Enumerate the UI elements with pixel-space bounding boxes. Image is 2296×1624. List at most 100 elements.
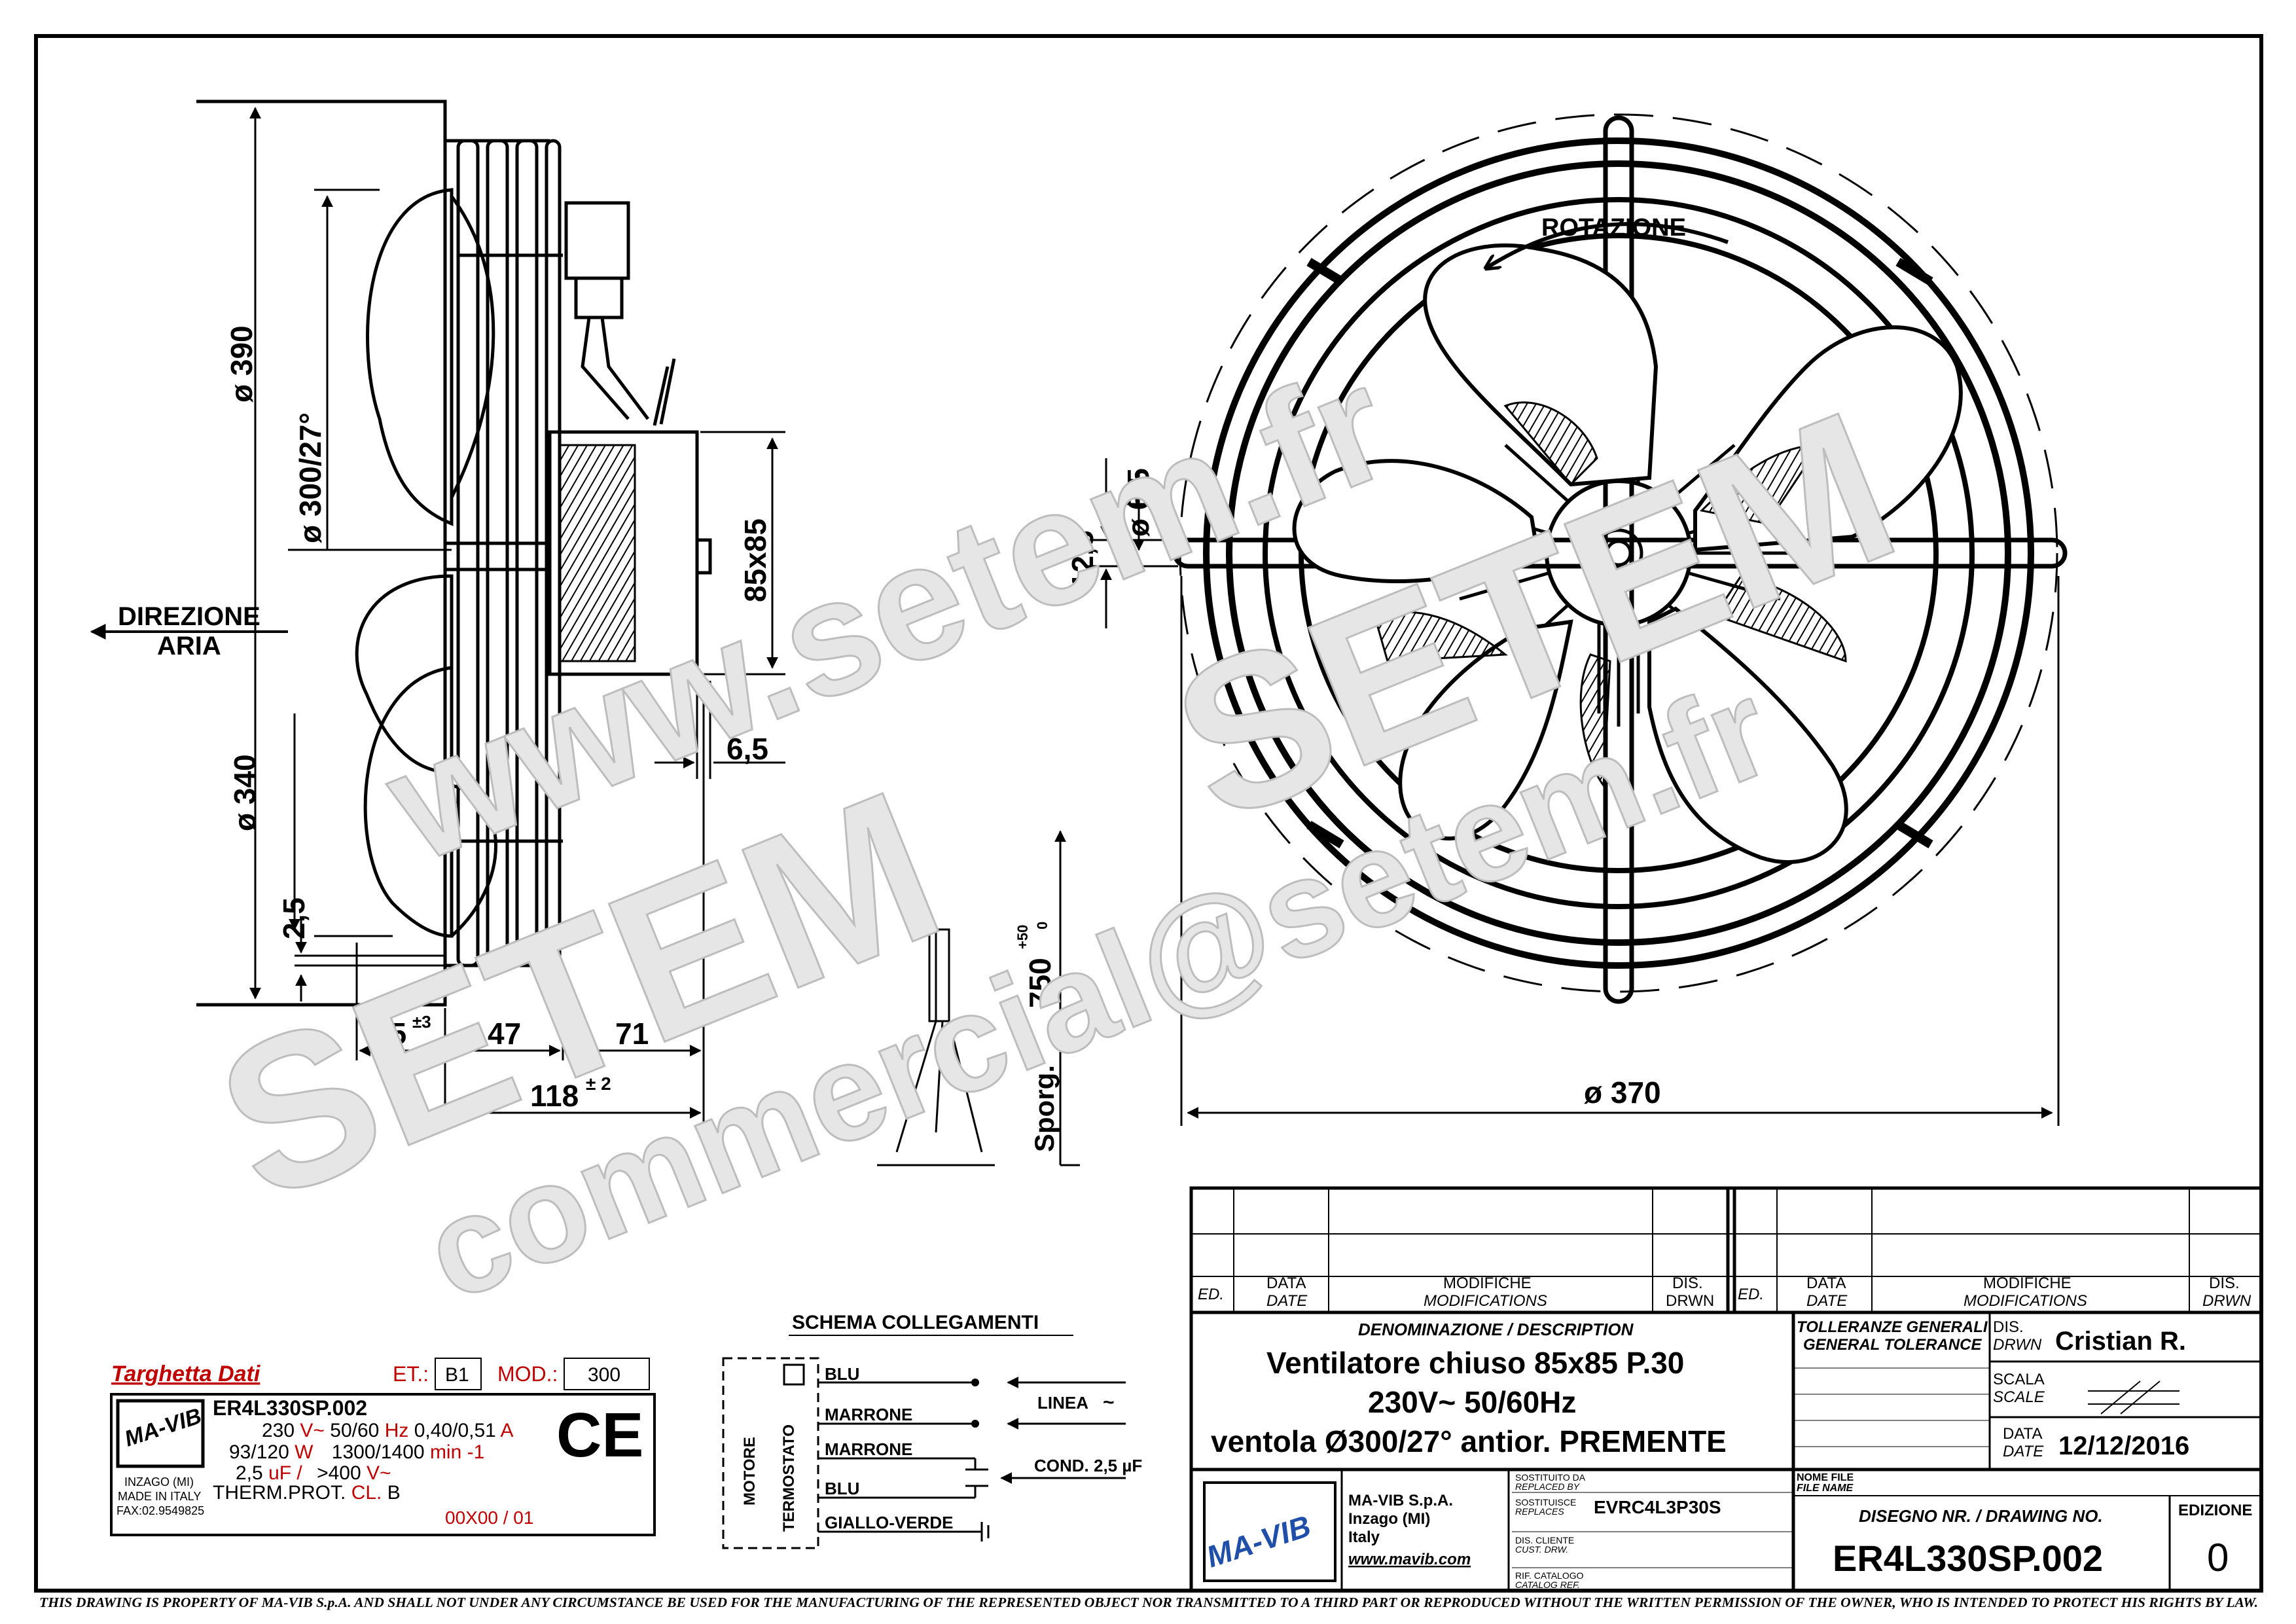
wire-4: BLU bbox=[825, 1479, 859, 1498]
dim-l118: 118 bbox=[530, 1079, 579, 1113]
therm-cl: CL. bbox=[351, 1482, 382, 1504]
hdr-dis-2: DIS. bbox=[2209, 1274, 2240, 1292]
tolerance-label-1: TOLLERANZE GENERALI bbox=[1797, 1318, 1988, 1336]
dim-hole: ø 6,5 bbox=[1121, 468, 1155, 537]
replaces-label-1: SOSTITUISCE bbox=[1515, 1497, 1576, 1507]
hdr-ed-2: ED. bbox=[1738, 1286, 1764, 1303]
hdr-modifications-2: MODIFICATIONS bbox=[1964, 1292, 2087, 1310]
company-city: Inzago (MI) bbox=[1348, 1510, 1430, 1528]
side-view bbox=[196, 99, 712, 1007]
maker-line3: FAX:02.9549825 bbox=[117, 1504, 204, 1517]
dim-h125: 12,5 bbox=[1066, 530, 1100, 589]
rpm-value: 1300/1400 bbox=[332, 1441, 425, 1463]
tolerance-label-2: GENERAL TOLERANCE bbox=[1803, 1336, 1982, 1354]
rotation-label: ROTAZIONE bbox=[1541, 214, 1686, 242]
side-dimensions bbox=[90, 100, 785, 1126]
hdr-modifiche-1: MODIFICHE bbox=[1443, 1274, 1532, 1292]
mavib-logo: MA-VIB bbox=[1202, 1509, 1315, 1574]
wire-1: BLU bbox=[825, 1364, 859, 1384]
dim-d300: ø 300/27° bbox=[293, 412, 327, 543]
description-line-3: ventola Ø300/27° antior. PREMENTE bbox=[1211, 1424, 1727, 1458]
side-dimension-text: ø 390 ø 300/27° ø 340 2,5 85x85 6,5 35 ±… bbox=[118, 325, 772, 1113]
ownership-notice: THIS DRAWING IS PROPERTY OF MA-VIB S.p.A… bbox=[39, 1595, 2258, 1610]
front-dimension-text: ROTAZIONE ø 370 ø 6,5 12,5 bbox=[1066, 214, 1686, 1110]
title-block bbox=[1189, 1186, 2263, 1593]
wire-2: MARRONE bbox=[825, 1405, 912, 1424]
dim-l47: 47 bbox=[488, 1017, 521, 1051]
wire-3: MARRONE bbox=[825, 1439, 912, 1459]
replaced-by-label-2: REPLACED BY bbox=[1515, 1481, 1581, 1492]
drawn-by: Cristian R. bbox=[2055, 1327, 2186, 1356]
nameplate: Targhetta Dati ET.: B1 MOD.: 300 MA-VIB … bbox=[110, 1358, 656, 1536]
watermark: www.setem.fr SETEM SETEM commercial@sete… bbox=[187, 330, 1925, 1331]
scale-label: SCALE bbox=[1993, 1388, 2045, 1406]
air-direction-line1: DIREZIONE bbox=[118, 602, 260, 631]
edition-number: 0 bbox=[2207, 1536, 2229, 1579]
volt-value: 230 bbox=[262, 1420, 295, 1441]
cable-detail bbox=[877, 928, 1080, 1166]
dim-motor: 85x85 bbox=[738, 518, 772, 602]
hdr-date-1: DATE bbox=[1266, 1292, 1308, 1310]
company-name: MA-VIB S.p.A. bbox=[1348, 1492, 1453, 1509]
drwn-label: DRWN bbox=[1993, 1336, 2042, 1354]
dim-l35-tol: ±3 bbox=[412, 1012, 431, 1032]
rating-line-1: 230 V~ 50/60 Hz 0,40/0,51 A bbox=[262, 1420, 514, 1441]
nameplate-mod-label: MOD.: bbox=[497, 1362, 558, 1386]
ce-mark: CE bbox=[556, 1400, 643, 1470]
edition-label: EDIZIONE bbox=[2178, 1502, 2252, 1519]
file-name-label-1: NOME FILE bbox=[1797, 1472, 1854, 1483]
rating-line-3: 2,5 uF / >400 V~ bbox=[236, 1462, 391, 1484]
watts-unit: W bbox=[295, 1441, 314, 1463]
schema-linea: LINEA bbox=[1037, 1393, 1088, 1413]
cap-volt-value: >400 bbox=[317, 1462, 361, 1484]
company-website: www.mavib.com bbox=[1348, 1551, 1471, 1568]
cap-value: 2,5 bbox=[236, 1462, 263, 1484]
maker-line2: MADE IN ITALY bbox=[118, 1490, 201, 1503]
replaces-code: EVRC4L3P30S bbox=[1594, 1497, 1721, 1517]
dim-l71: 71 bbox=[615, 1017, 649, 1051]
date-label: DATE bbox=[2003, 1443, 2044, 1460]
scala-label: SCALA bbox=[1993, 1371, 2045, 1388]
dim-d340: ø 340 bbox=[228, 754, 262, 831]
maker-line1: INZAGO (MI) bbox=[124, 1475, 194, 1489]
nameplate-code: ER4L330SP.002 bbox=[213, 1396, 367, 1420]
dim-d370: ø 370 bbox=[1584, 1075, 1661, 1110]
denominazione-label: DENOMINAZIONE / DESCRIPTION bbox=[1358, 1320, 1634, 1339]
nameplate-batch: 00X00 / 01 bbox=[445, 1507, 533, 1528]
dim-off65: 6,5 bbox=[726, 732, 768, 766]
drawing-date: 12/12/2016 bbox=[2058, 1432, 2189, 1460]
front-view bbox=[1172, 113, 2068, 1004]
freq-value: 50/60 bbox=[330, 1420, 379, 1441]
cable-tol-plus: +50 bbox=[1014, 925, 1031, 949]
nameplate-et-value: B1 bbox=[445, 1364, 469, 1386]
hdr-ed-1: ED. bbox=[1198, 1286, 1224, 1303]
replaces-label-2: REPLACES bbox=[1515, 1506, 1564, 1517]
dis-label: DIS. bbox=[1993, 1318, 2024, 1336]
cap-unit: uF / bbox=[268, 1462, 302, 1484]
file-name-label-2: FILE NAME bbox=[1797, 1483, 1854, 1494]
description-line-2: 230V~ 50/60Hz bbox=[1368, 1385, 1576, 1419]
drawing-border bbox=[34, 34, 2263, 1593]
rating-line-4: THERM.PROT. CL. B bbox=[213, 1482, 401, 1504]
catalog-label-1: RIF. CATALOGO bbox=[1515, 1570, 1584, 1581]
drawing-no-label: DISEGNO NR. / DRAWING NO. bbox=[1859, 1506, 2103, 1526]
therm-prefix: THERM.PROT. bbox=[213, 1482, 346, 1504]
nameplate-mod-value: 300 bbox=[588, 1364, 620, 1386]
hdr-modifiche-2: MODIFICHE bbox=[1983, 1274, 2072, 1292]
cable-label: Sporg. bbox=[1029, 1065, 1060, 1152]
hdr-data-1: DATA bbox=[1266, 1274, 1306, 1292]
amps-unit: A bbox=[501, 1420, 514, 1441]
rpm-unit: min -1 bbox=[430, 1441, 484, 1463]
dim-h25: 2,5 bbox=[277, 897, 311, 939]
dim-d390: ø 390 bbox=[224, 325, 259, 403]
air-direction-line2: ARIA bbox=[157, 632, 221, 660]
front-dimensions bbox=[1054, 458, 2060, 1165]
cust-drw-label-1: DIS. CLIENTE bbox=[1515, 1535, 1574, 1545]
drawing-number: ER4L330SP.002 bbox=[1833, 1538, 2103, 1579]
schema-termostato: TERMOSTATO bbox=[780, 1424, 798, 1532]
volt-unit: V~ bbox=[300, 1420, 325, 1441]
schema-title: SCHEMA COLLEGAMENTI bbox=[792, 1312, 1039, 1333]
cable-length: 750 bbox=[1023, 958, 1057, 1008]
hdr-drwn-2: DRWN bbox=[2202, 1292, 2251, 1310]
